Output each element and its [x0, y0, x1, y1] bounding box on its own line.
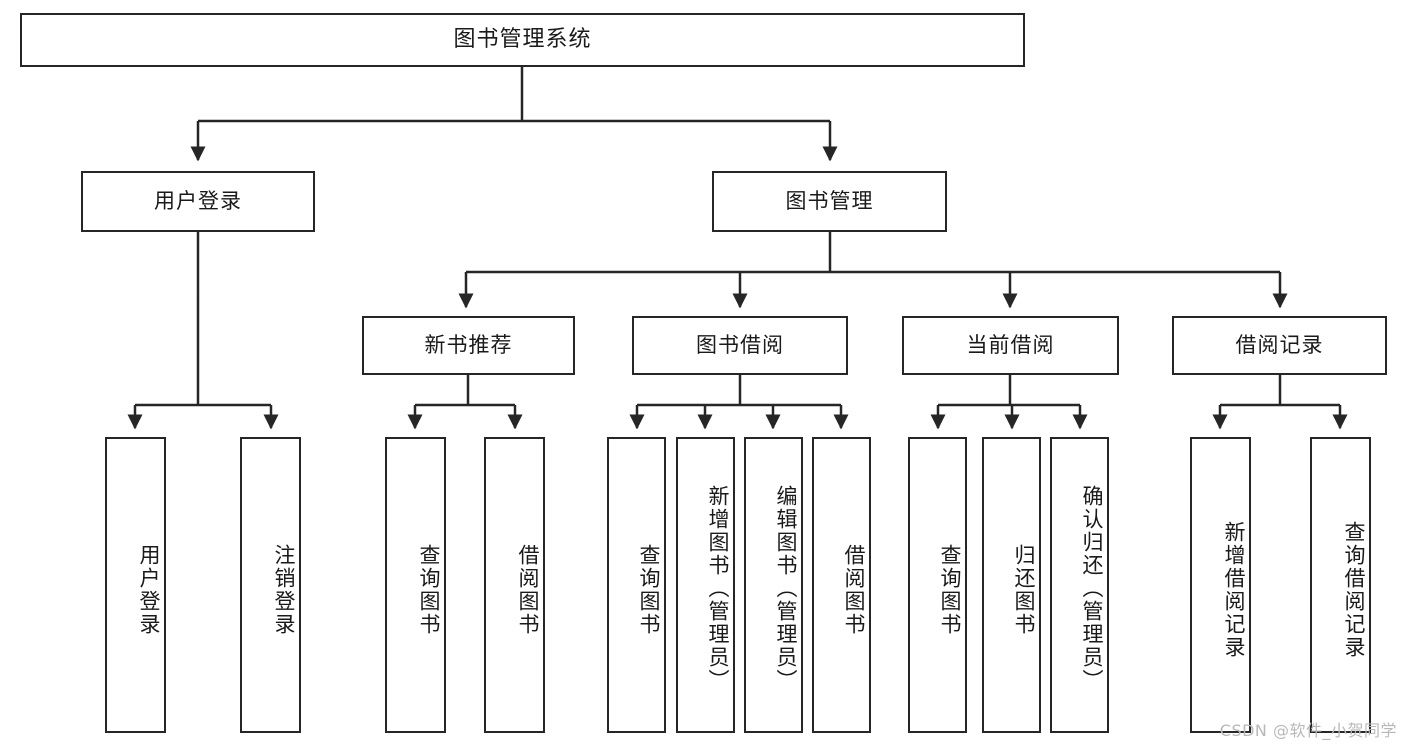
node-current-borrowing[interactable]: 当前借阅 — [902, 316, 1119, 375]
node-label: 图书管理系统 — [453, 26, 592, 52]
node-label: 查询图书 — [637, 544, 661, 636]
node-borrow-records[interactable]: 借阅记录 — [1172, 316, 1387, 375]
leaf-confirm-return-admin[interactable]: 确认归还（管理员） — [1050, 437, 1109, 733]
node-label: 新书推荐 — [424, 332, 513, 357]
node-root-book-management-system[interactable]: 图书管理系统 — [20, 13, 1025, 67]
node-label: 借阅图书 — [516, 544, 540, 636]
node-label: 注销登录 — [272, 544, 296, 636]
leaf-add-borrow-record[interactable]: 新增借阅记录 — [1190, 437, 1251, 733]
node-user-login[interactable]: 用户登录 — [81, 171, 315, 232]
leaf-query-borrow-record[interactable]: 查询借阅记录 — [1310, 437, 1371, 733]
leaf-search-books-current[interactable]: 查询图书 — [908, 437, 967, 733]
node-label: 查询图书 — [417, 544, 441, 636]
leaf-borrow-books-recommendation[interactable]: 借阅图书 — [484, 437, 545, 733]
leaf-user-login[interactable]: 用户登录 — [105, 437, 166, 733]
leaf-search-books-recommendation[interactable]: 查询图书 — [385, 437, 446, 733]
node-label: 查询图书 — [938, 544, 962, 636]
node-label: 编辑图书（管理员） — [774, 484, 798, 692]
watermark-text: CSDN @软件_小贺同学 — [1219, 721, 1397, 740]
node-label: 归还图书 — [1012, 544, 1036, 636]
node-book-management[interactable]: 图书管理 — [712, 171, 947, 232]
node-label: 图书管理 — [785, 188, 874, 213]
node-label: 借阅记录 — [1235, 332, 1324, 357]
node-label: 查询借阅记录 — [1342, 521, 1366, 659]
node-label: 确认归还（管理员） — [1080, 484, 1104, 692]
node-label: 新增图书（管理员） — [706, 484, 730, 692]
leaf-search-books-borrowing[interactable]: 查询图书 — [607, 437, 666, 733]
node-label: 当前借阅 — [966, 332, 1055, 357]
node-label: 图书借阅 — [696, 332, 784, 357]
node-label: 用户登录 — [154, 188, 242, 213]
node-label: 新增借阅记录 — [1222, 521, 1246, 659]
leaf-edit-book-admin[interactable]: 编辑图书（管理员） — [744, 437, 803, 733]
leaf-add-book-admin[interactable]: 新增图书（管理员） — [676, 437, 735, 733]
node-new-book-recommendation[interactable]: 新书推荐 — [362, 316, 575, 375]
leaf-logout[interactable]: 注销登录 — [240, 437, 301, 733]
node-label: 用户登录 — [137, 544, 161, 636]
node-book-borrowing[interactable]: 图书借阅 — [632, 316, 848, 375]
node-label: 借阅图书 — [842, 544, 866, 636]
leaf-return-books[interactable]: 归还图书 — [982, 437, 1041, 733]
leaf-borrow-books-borrowing[interactable]: 借阅图书 — [812, 437, 871, 733]
